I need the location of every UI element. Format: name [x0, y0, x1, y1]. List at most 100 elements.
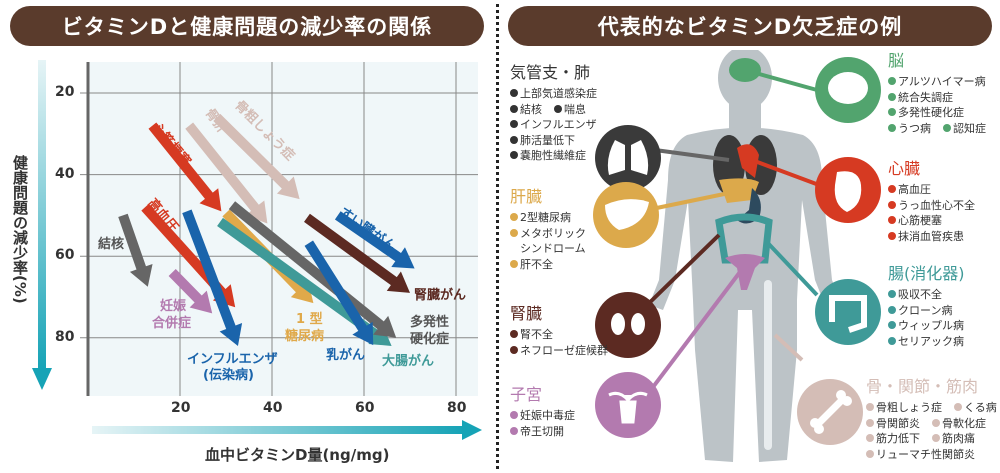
- item-text: くる病: [964, 401, 997, 414]
- section-title-liver: 肝臓: [510, 187, 543, 206]
- list-item: うつ病認知症: [888, 121, 986, 137]
- lung-circle: [595, 125, 661, 191]
- bullet-icon: [554, 104, 562, 113]
- bullet-icon: [510, 213, 518, 221]
- item-text: うっ血性心不全: [898, 198, 975, 212]
- kidney-circle: [595, 292, 661, 358]
- bullet-icon: [888, 321, 896, 329]
- bullet-icon: [510, 120, 518, 128]
- y-tick-label: 20: [55, 84, 75, 100]
- item-text: ウィップル病: [898, 319, 964, 332]
- x-arrow-shaft: [92, 426, 464, 434]
- arrow-乳がん: [304, 240, 374, 346]
- list-item: クローン病: [888, 303, 964, 319]
- bullet-icon: [888, 92, 896, 101]
- plot-area: [88, 62, 478, 396]
- item-text: ネフローゼ症候群: [520, 343, 608, 357]
- item-text: 2型糖尿病: [520, 211, 571, 224]
- item-text: アルツハイマー病: [898, 75, 986, 88]
- x-tick-label: 80: [447, 400, 467, 416]
- y-arrow-shaft: [38, 60, 46, 370]
- bullet-icon: [888, 200, 896, 209]
- bullet-icon: [888, 290, 896, 298]
- bullet-icon: [932, 418, 940, 427]
- connector-lung: [654, 148, 730, 162]
- bullet-icon: [510, 151, 518, 159]
- list-item: 統合失調症: [888, 90, 986, 106]
- item-text: インフルエンザ: [520, 118, 597, 131]
- bone-icon: [814, 396, 846, 428]
- x-tick-label: 20: [171, 400, 191, 416]
- label-breast: 乳がん: [326, 348, 366, 363]
- bullet-icon: [888, 123, 896, 132]
- list-item: 多発性硬化症: [888, 105, 986, 121]
- bullet-icon: [888, 108, 896, 116]
- list-item: アルツハイマー病: [888, 74, 986, 90]
- bullet-icon: [943, 123, 951, 132]
- bullet-icon: [510, 345, 518, 354]
- list-item: セリアック病: [888, 334, 964, 350]
- intestine-icon: [829, 295, 867, 333]
- item-text: 骨軟化症: [942, 416, 986, 430]
- body-illustration: [593, 50, 881, 462]
- connector-brain: [751, 70, 818, 92]
- list-item: 上部気道感染症: [510, 86, 597, 102]
- item-text: 筋肉痛: [942, 432, 975, 445]
- arrow-結核: [118, 213, 153, 287]
- section-list-kidney: 腎不全ネフローゼ症候群: [510, 327, 608, 358]
- item-text: うつ病: [898, 121, 931, 135]
- item-text: 結核: [520, 102, 542, 116]
- bullet-icon: [866, 434, 874, 442]
- item-text: 多発性硬化症: [898, 106, 964, 119]
- section-list-lung: 上部気道感染症結核喘息インフルエンザ肺活量低下嚢胞性繊維症: [510, 86, 597, 164]
- connector-liver: [646, 191, 730, 212]
- heart-organ: [737, 144, 759, 178]
- arrow-腎臓がん: [304, 213, 410, 293]
- bullet-icon: [510, 330, 518, 338]
- section-title-intestine: 腸(消化器): [888, 264, 965, 283]
- intestine-organ: [715, 213, 773, 264]
- lung-icon: [607, 140, 649, 175]
- list-item: インフルエンザ: [510, 117, 597, 133]
- section-list-bone: 骨粗しょう症くる病骨関節炎骨軟化症筋力低下筋肉痛リューマチ性関節炎: [866, 400, 997, 462]
- bullet-icon: [510, 228, 518, 237]
- item-text: 筋力低下: [876, 432, 920, 445]
- section-list-liver: 2型糖尿病メタボリックシンドローム肝不全: [510, 210, 586, 272]
- item-text: 帝王切開: [520, 424, 564, 438]
- brain-organ: [729, 58, 761, 82]
- section-title-lung: 気管支・肺: [510, 63, 591, 82]
- bullet-icon: [888, 77, 896, 85]
- item-text: 肝不全: [520, 257, 553, 271]
- section-title-uterus: 子宮: [510, 385, 543, 404]
- item-text: 嚢胞性繊維症: [520, 149, 586, 162]
- label-ms-2: 硬化症: [410, 332, 450, 347]
- item-text: 吸収不全: [898, 288, 942, 301]
- list-item: 心筋梗塞: [888, 213, 975, 229]
- list-item: 高血圧: [888, 182, 975, 198]
- label-colon: 大腸がん: [382, 354, 435, 369]
- item-text: 骨粗しょう症: [876, 401, 942, 414]
- chart-canvas: [32, 60, 482, 440]
- list-item: 帝王切開: [510, 424, 575, 440]
- item-text: 肺活量低下: [520, 133, 575, 147]
- bullet-icon: [888, 231, 896, 240]
- liver-circle: [593, 182, 659, 248]
- list-item: ウィップル病: [888, 318, 964, 334]
- item-text: リューマチ性関節炎: [876, 447, 975, 461]
- list-item: 妊娠中毒症: [510, 408, 575, 424]
- section-title-kidney: 腎臓: [510, 304, 543, 323]
- dotted-divider: [496, 4, 499, 469]
- y-arrow-head: [32, 368, 52, 390]
- arrow-インフルエンザ(伝染病): [182, 209, 243, 346]
- list-item: 結核喘息: [510, 102, 597, 118]
- item-text: セリアック病: [898, 334, 964, 348]
- item-text: 抹消血管疾患: [898, 229, 964, 243]
- connector-uterus: [645, 266, 745, 397]
- arrow-心筋梗塞: [148, 122, 222, 212]
- arrow-多発性硬化症: [228, 201, 397, 338]
- section-list-heart: 高血圧うっ血性心不全心筋梗塞抹消血管疾患: [888, 182, 975, 244]
- y-axis-label: 健康問題の減少率(%): [11, 155, 29, 304]
- item-text: 腎不全: [520, 328, 553, 341]
- list-item: 筋力低下 筋肉痛: [866, 431, 997, 447]
- y-tick-label: 60: [55, 247, 75, 264]
